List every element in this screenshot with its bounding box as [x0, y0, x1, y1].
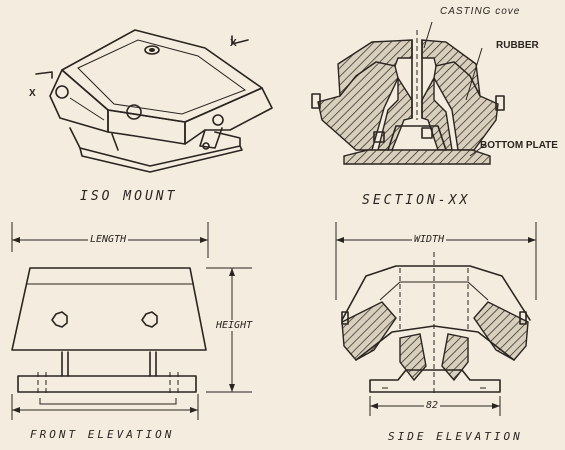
caption-front-elevation: FRONT ELEVATION	[30, 428, 175, 441]
iso-top-hole	[144, 45, 160, 55]
callout-bottom-plate: BOTTOM PLATE	[480, 140, 558, 151]
section-xx-view	[311, 21, 505, 165]
front-elevation-view	[11, 222, 252, 420]
front-bolt-left	[51, 311, 68, 328]
leader-casting-cover	[423, 21, 433, 49]
iso-bottom-plate	[69, 127, 241, 167]
front-bolt-right	[141, 311, 158, 328]
caption-section-xx: SECTION-XX	[362, 193, 471, 208]
section-mark-right: X	[230, 38, 237, 49]
side-rubber-left	[341, 301, 397, 361]
rubber-right	[433, 61, 499, 151]
iso-bolt-left	[55, 85, 69, 99]
leader-rubber	[465, 47, 483, 101]
iso-front-face	[107, 109, 186, 145]
dimension-width: WIDTH	[412, 234, 447, 245]
callout-casting-cover: CASTING cove	[440, 6, 521, 17]
side-rubber-right	[473, 301, 529, 361]
front-bottom-plate	[17, 375, 197, 393]
dimension-length: LENGTH	[88, 234, 129, 245]
section-mark-left: X	[29, 88, 36, 99]
caption-iso-mount: ISO MOUNT	[80, 189, 178, 204]
side-top-cover	[341, 265, 531, 321]
iso-mount-view	[35, 29, 273, 173]
iso-left-side	[49, 69, 109, 133]
side-elevation-view	[335, 222, 537, 416]
section-bottom-plate	[343, 149, 491, 165]
leader-bottom-plate	[469, 143, 487, 157]
section-stud-right	[495, 95, 505, 111]
rubber-left	[317, 61, 399, 151]
dimension-height: HEIGHT	[214, 320, 255, 331]
section-stud-left	[311, 93, 321, 109]
front-body	[11, 267, 207, 351]
dimension-base: 82	[424, 400, 441, 411]
callout-rubber: RUBBER	[496, 40, 539, 51]
side-base	[369, 369, 501, 393]
iso-bolt-front	[126, 104, 142, 120]
caption-side-elevation: SIDE ELEVATION	[388, 430, 523, 443]
iso-right-side	[184, 87, 273, 145]
